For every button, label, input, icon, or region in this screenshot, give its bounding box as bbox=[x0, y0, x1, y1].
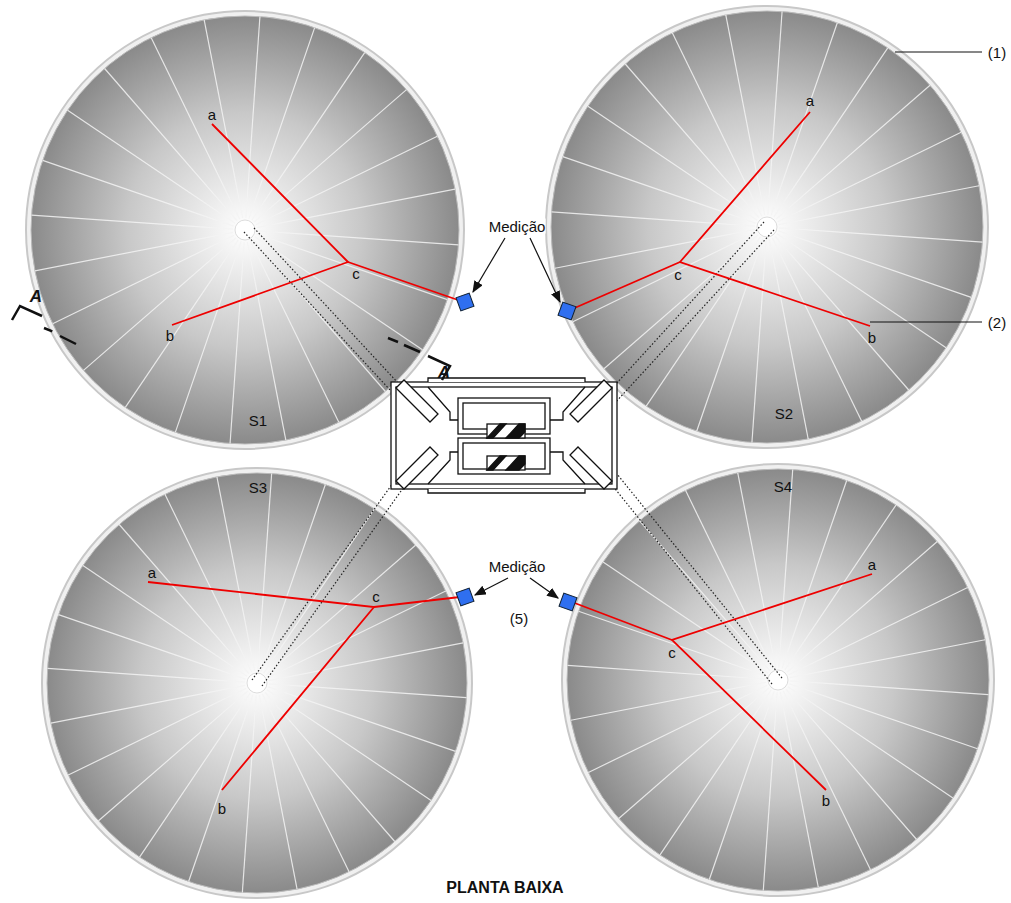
point-letter: b bbox=[822, 793, 830, 808]
silo: S4 bbox=[560, 462, 996, 898]
section-letter: A bbox=[30, 288, 42, 305]
point-letter: a bbox=[806, 93, 814, 108]
callout-number: (2) bbox=[988, 315, 1006, 330]
point-letter: c bbox=[668, 645, 676, 660]
central-building bbox=[391, 378, 617, 493]
silo-outline bbox=[560, 462, 996, 898]
silo-name: S3 bbox=[249, 480, 267, 495]
point-letter: c bbox=[372, 589, 380, 604]
point-letter: a bbox=[208, 107, 216, 122]
point-letter: a bbox=[148, 565, 156, 580]
measurement-label: Medição bbox=[489, 559, 546, 574]
callout-number: (5) bbox=[510, 611, 528, 626]
silo: S3 bbox=[40, 466, 474, 900]
callout-number: (1) bbox=[988, 45, 1006, 60]
point-letter: b bbox=[166, 328, 174, 343]
silo-name: S1 bbox=[249, 413, 267, 428]
silo-outline bbox=[40, 466, 474, 900]
point-letter: c bbox=[352, 266, 360, 281]
plan-caption: PLANTA BAIXA bbox=[446, 880, 563, 896]
point-letter: b bbox=[868, 330, 876, 345]
measurement-label: Medição bbox=[489, 219, 546, 234]
measurement-boxes bbox=[456, 293, 577, 611]
point-letter: a bbox=[868, 557, 876, 572]
silo-name: S4 bbox=[774, 479, 792, 494]
silo-name: S2 bbox=[775, 406, 793, 421]
point-letter: b bbox=[218, 801, 226, 816]
section-letter: A bbox=[438, 364, 450, 381]
point-letter: c bbox=[674, 267, 682, 282]
